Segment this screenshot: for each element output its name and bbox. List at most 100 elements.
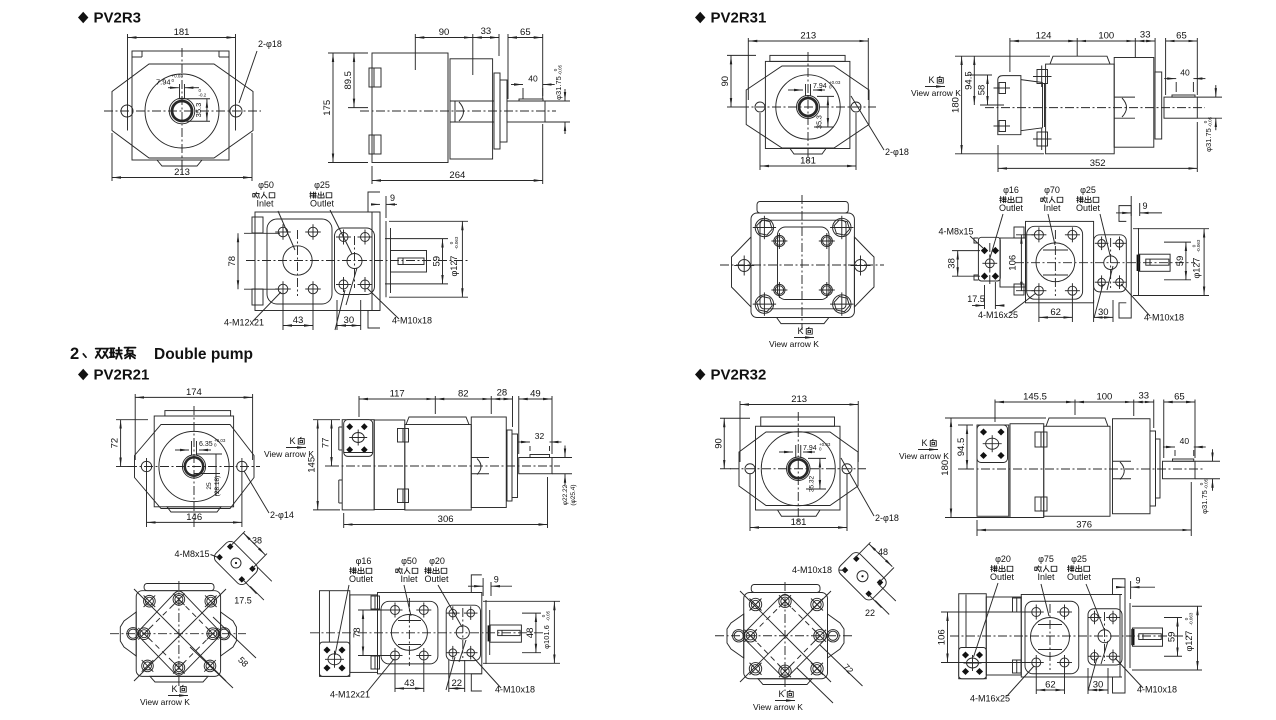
svg-text:Outlet: Outlet <box>999 203 1024 213</box>
svg-text:35.3: 35.3 <box>817 115 824 129</box>
svg-text:213: 213 <box>800 31 816 42</box>
svg-text:33: 33 <box>1140 30 1151 41</box>
svg-text:φ25: φ25 <box>1080 185 1096 195</box>
svg-text:0: 0 <box>449 241 454 244</box>
svg-text:65: 65 <box>1174 392 1185 403</box>
svg-text:30: 30 <box>1098 307 1109 318</box>
svg-text:0: 0 <box>1203 120 1208 123</box>
svg-text:28: 28 <box>497 388 508 399</box>
svg-text:0: 0 <box>553 68 558 71</box>
svg-text:φ22.22: φ22.22 <box>562 484 569 505</box>
svg-text:2-φ18: 2-φ18 <box>875 513 899 523</box>
svg-text:181: 181 <box>800 156 816 167</box>
svg-text:Double pump: Double pump <box>154 346 253 363</box>
svg-text:58: 58 <box>977 85 988 96</box>
svg-text:Outlet: Outlet <box>990 572 1015 582</box>
svg-text:-0.05: -0.05 <box>546 610 551 621</box>
svg-text:-0.063: -0.063 <box>1189 612 1194 625</box>
svg-text:Outlet: Outlet <box>310 199 335 209</box>
svg-text:33: 33 <box>481 26 492 37</box>
svg-text:4-M12x21: 4-M12x21 <box>330 689 370 699</box>
svg-text:9: 9 <box>1135 576 1140 586</box>
svg-text:View arrow K: View arrow K <box>899 451 949 461</box>
svg-text:0: 0 <box>829 85 832 90</box>
svg-text:78: 78 <box>352 627 363 638</box>
svg-text:Outlet: Outlet <box>349 574 374 584</box>
svg-text:59: 59 <box>1167 632 1178 643</box>
svg-text:K: K <box>778 689 784 699</box>
svg-text:17.5: 17.5 <box>967 294 985 304</box>
svg-text:4-M8x15: 4-M8x15 <box>938 227 973 237</box>
svg-text:φ16: φ16 <box>356 556 372 566</box>
svg-text:40: 40 <box>528 74 538 84</box>
svg-text:φ127: φ127 <box>1184 631 1194 652</box>
svg-text:φ31.75: φ31.75 <box>554 76 563 100</box>
svg-text:180: 180 <box>951 97 962 113</box>
svg-text:100: 100 <box>1096 392 1112 403</box>
svg-text:View arrow K: View arrow K <box>140 697 190 707</box>
svg-text:4-M8x15: 4-M8x15 <box>174 549 209 559</box>
svg-text:35.32: 35.32 <box>809 475 816 492</box>
svg-text:49: 49 <box>530 389 541 400</box>
svg-text:φ25: φ25 <box>1071 554 1087 564</box>
svg-text:22: 22 <box>451 678 462 689</box>
svg-text:9: 9 <box>1142 201 1147 211</box>
svg-text:94.5: 94.5 <box>963 71 974 90</box>
svg-text:9: 9 <box>390 193 395 203</box>
svg-text:62: 62 <box>1045 680 1056 691</box>
svg-text:φ31.75: φ31.75 <box>1204 128 1213 152</box>
svg-text:17.5: 17.5 <box>234 596 252 606</box>
svg-text:43: 43 <box>293 315 304 326</box>
svg-text:PV2R21: PV2R21 <box>94 367 150 384</box>
svg-text:145.5: 145.5 <box>1023 392 1047 403</box>
svg-text:90: 90 <box>713 438 724 449</box>
svg-text:φ75: φ75 <box>1038 554 1054 564</box>
svg-text:φ16: φ16 <box>1003 185 1019 195</box>
svg-text:145: 145 <box>307 457 318 473</box>
svg-text:φ50: φ50 <box>401 556 417 566</box>
svg-text:38: 38 <box>252 536 262 546</box>
svg-text:4-M10x18: 4-M10x18 <box>392 316 432 326</box>
svg-text:K: K <box>921 438 927 448</box>
svg-text:2-φ14: 2-φ14 <box>270 510 294 520</box>
svg-text:4-M16x25: 4-M16x25 <box>978 310 1018 320</box>
svg-text:0: 0 <box>1192 244 1197 247</box>
svg-text:-0.05: -0.05 <box>1204 478 1209 489</box>
svg-text:+0.03: +0.03 <box>214 438 226 443</box>
svg-text:PV2R32: PV2R32 <box>711 367 767 384</box>
svg-text:146: 146 <box>186 512 202 523</box>
svg-text:View arrow K: View arrow K <box>911 88 961 98</box>
svg-text:(28.18): (28.18) <box>214 476 221 497</box>
svg-text:48: 48 <box>878 547 888 557</box>
svg-text:4-M10x18: 4-M10x18 <box>792 565 832 575</box>
svg-text:82: 82 <box>458 389 469 400</box>
svg-text:7.94: 7.94 <box>156 78 171 87</box>
svg-text:352: 352 <box>1090 158 1106 169</box>
svg-text:40: 40 <box>1180 436 1190 446</box>
svg-text:K: K <box>797 326 803 336</box>
svg-text:0: 0 <box>1184 617 1189 620</box>
svg-text:-0.05: -0.05 <box>558 64 563 75</box>
svg-text:φ127: φ127 <box>449 256 459 277</box>
svg-text:K: K <box>289 436 295 446</box>
svg-text:(φ25.4): (φ25.4) <box>570 484 577 505</box>
svg-text:100: 100 <box>1098 31 1114 42</box>
svg-text:+0.03: +0.03 <box>829 80 841 85</box>
svg-text:4-M12x21: 4-M12x21 <box>224 318 264 328</box>
svg-text:6.35: 6.35 <box>199 441 213 448</box>
svg-text:38: 38 <box>947 258 958 269</box>
svg-text:30: 30 <box>1093 680 1104 691</box>
svg-text:φ20: φ20 <box>995 554 1011 564</box>
svg-text:124: 124 <box>1036 31 1052 42</box>
svg-text:62: 62 <box>1050 307 1061 318</box>
svg-text:264: 264 <box>449 170 465 181</box>
svg-text:4-M10x18: 4-M10x18 <box>1137 684 1177 694</box>
svg-text:Outlet: Outlet <box>424 574 449 584</box>
svg-text:25: 25 <box>206 482 213 490</box>
svg-text:PV2R31: PV2R31 <box>711 10 767 27</box>
svg-text:K: K <box>171 684 177 694</box>
svg-text:7.94: 7.94 <box>813 83 827 90</box>
svg-text:117: 117 <box>390 389 405 400</box>
svg-text:2-φ18: 2-φ18 <box>258 39 282 49</box>
svg-text:106: 106 <box>1008 255 1019 271</box>
